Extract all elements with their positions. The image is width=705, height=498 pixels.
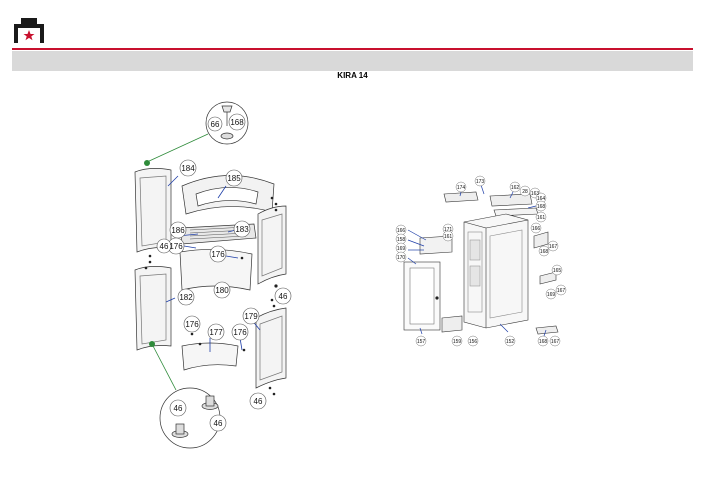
svg-text:166: 166	[397, 228, 406, 234]
svg-text:46: 46	[214, 419, 223, 428]
svg-text:46: 46	[279, 292, 288, 301]
left-callout-labels: 168 66 184 185 186 176 183 46 176 180 46…	[160, 118, 288, 428]
leader-green-top	[146, 133, 209, 163]
svg-text:173: 173	[476, 179, 485, 185]
svg-text:186: 186	[171, 226, 185, 235]
upper-front-panel	[419, 235, 453, 255]
svg-text:176: 176	[185, 320, 199, 329]
svg-text:177: 177	[209, 328, 223, 337]
leader-green-bottom	[151, 343, 177, 391]
svg-text:176: 176	[211, 250, 225, 259]
top-plate-right	[489, 193, 533, 207]
svg-text:162: 162	[511, 185, 520, 191]
svg-text:167: 167	[557, 288, 566, 294]
svg-text:167: 167	[549, 244, 558, 250]
svg-text:167: 167	[551, 339, 560, 345]
svg-text:180: 180	[215, 286, 229, 295]
svg-text:166: 166	[532, 226, 541, 232]
ash-drawer	[441, 315, 463, 333]
svg-text:46: 46	[254, 397, 263, 406]
svg-text:66: 66	[211, 120, 220, 129]
svg-text:168: 168	[539, 339, 548, 345]
svg-text:165: 165	[553, 268, 562, 274]
side-panel-lower-right	[255, 307, 287, 389]
svg-text:164: 164	[537, 196, 546, 202]
svg-text:168: 168	[230, 118, 244, 127]
svg-text:157: 157	[417, 339, 426, 345]
svg-text:152: 152	[506, 339, 515, 345]
header-band	[12, 51, 693, 71]
svg-text:159: 159	[453, 339, 462, 345]
svg-text:171: 171	[444, 227, 453, 233]
right-exploded-view	[403, 181, 559, 337]
svg-text:183: 183	[235, 225, 249, 234]
svg-text:174: 174	[457, 185, 466, 191]
svg-text:170: 170	[397, 255, 406, 261]
svg-text:168: 168	[537, 204, 546, 210]
svg-text:168: 168	[540, 249, 549, 255]
page-title: KIRA 14	[337, 71, 368, 80]
header-rule	[12, 48, 693, 50]
svg-text:179: 179	[244, 312, 258, 321]
svg-text:169: 169	[397, 246, 406, 252]
right-callouts	[395, 175, 567, 347]
svg-text:163: 163	[531, 191, 540, 197]
svg-text:156: 156	[469, 339, 478, 345]
right-callout-labels: 174 173 162 28 163 164 168 161 171 161 1…	[397, 179, 566, 345]
top-plate-left	[443, 191, 479, 203]
left-callouts	[156, 113, 292, 432]
svg-text:161: 161	[537, 215, 546, 221]
svg-text:176: 176	[169, 242, 183, 251]
svg-text:46: 46	[160, 242, 169, 251]
svg-text:182: 182	[179, 293, 193, 302]
side-panel-upper-right	[257, 205, 287, 285]
svg-text:158: 158	[397, 237, 406, 243]
svg-text:184: 184	[181, 164, 195, 173]
svg-text:185: 185	[227, 174, 241, 183]
svg-text:161: 161	[444, 234, 453, 240]
brand-logo-icon	[14, 18, 44, 43]
front-panel	[179, 249, 253, 291]
svg-text:169: 169	[547, 292, 556, 298]
svg-text:46: 46	[174, 404, 183, 413]
svg-text:176: 176	[233, 328, 247, 337]
svg-text:28: 28	[522, 189, 528, 195]
